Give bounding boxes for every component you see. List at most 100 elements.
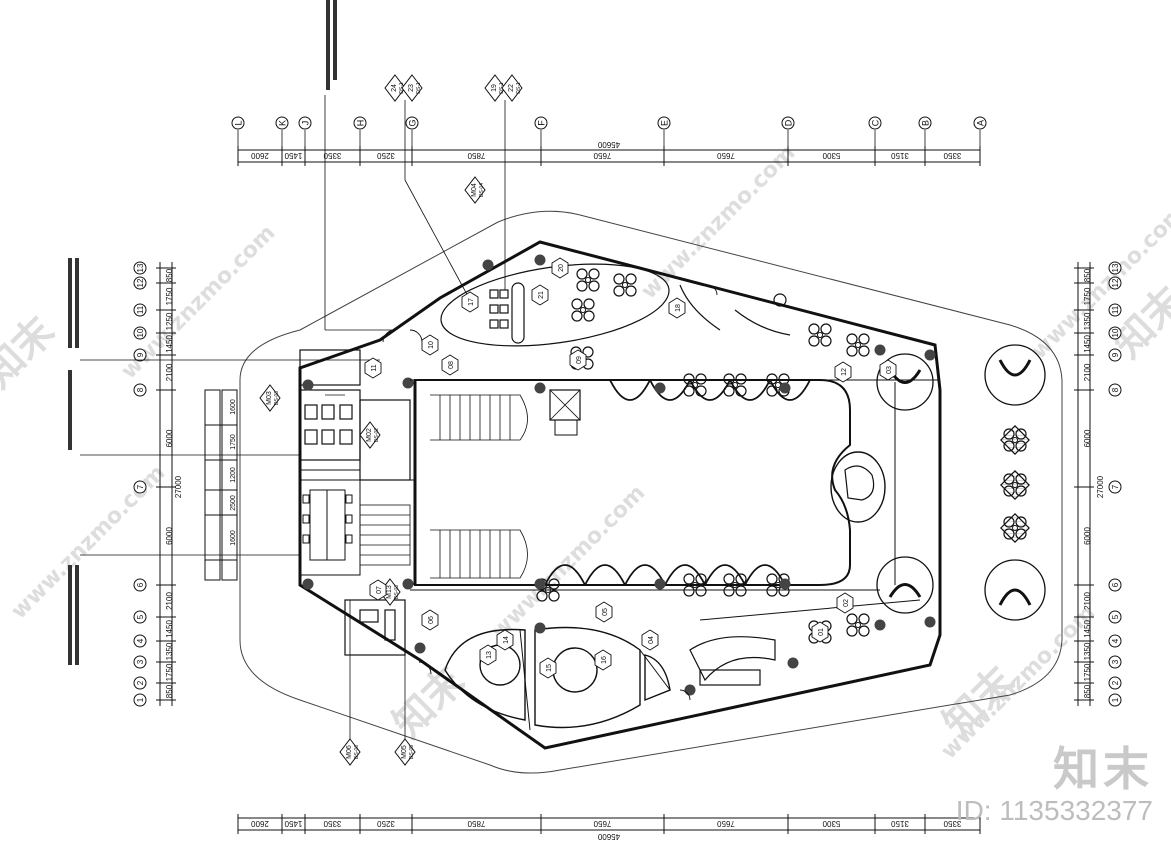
section-tag-number: 22 xyxy=(508,84,515,92)
flower-seating xyxy=(723,373,747,397)
dimension-value: 3150 xyxy=(891,151,909,160)
column-marker xyxy=(874,344,886,356)
dimension-value: 1350 xyxy=(1083,312,1092,330)
north-curved-bench xyxy=(679,284,791,336)
dimension-value: 1750 xyxy=(1083,663,1092,681)
room-tag: 07 xyxy=(369,579,387,601)
flower-seating xyxy=(571,298,595,322)
watermark-badge-logo: 知末 xyxy=(1053,742,1153,796)
section-tag-number: M03 xyxy=(266,391,273,405)
grid-number: 2 xyxy=(136,680,145,685)
grid-bubble xyxy=(133,326,147,340)
dimension-total: 27000 xyxy=(1096,475,1105,498)
grid-letter: A xyxy=(976,120,986,126)
watermark-layer: www.znzmo.com www.znzmo.com www.znzmo.co… xyxy=(0,140,1171,764)
dimension-value: 5300 xyxy=(822,819,840,828)
grid-bubble xyxy=(405,116,419,130)
annotation-notes xyxy=(68,0,337,665)
grid-bubble xyxy=(868,116,882,130)
west-side-strip xyxy=(204,389,238,581)
grid-number: 11 xyxy=(136,305,145,314)
dimension-total: 27000 xyxy=(174,475,183,498)
room-tag-number: 04 xyxy=(648,636,655,644)
section-tag-number: M13 xyxy=(386,585,393,599)
grid-letter: H xyxy=(356,120,366,127)
conference-table-area xyxy=(299,479,361,576)
room-tag-number: 17 xyxy=(468,298,475,306)
dimension-value: 2100 xyxy=(1083,363,1092,381)
grid-bubble xyxy=(298,116,312,130)
section-tag-number: 19 xyxy=(491,84,498,92)
section-tag-sheet: DS-1 xyxy=(416,82,422,94)
dimension-value: 6000 xyxy=(1083,429,1092,447)
section-tag-sheet: DS-02 xyxy=(374,428,380,442)
dimension-value: 7650 xyxy=(593,819,611,828)
column-marker xyxy=(302,578,314,590)
room-tag-number: 03 xyxy=(886,366,893,374)
grid-bubble xyxy=(1108,326,1122,340)
column-marker xyxy=(402,578,414,590)
piano-icon xyxy=(844,465,875,501)
grid-letter: K xyxy=(278,120,288,126)
staircase-west xyxy=(359,504,411,566)
column-marker xyxy=(787,657,799,669)
grid-number: 4 xyxy=(136,638,145,643)
flower-seating xyxy=(613,273,637,297)
dimension-value: 7650 xyxy=(717,819,735,828)
grid-bubble xyxy=(1108,676,1122,690)
dimension-value: 2100 xyxy=(165,592,174,610)
room-tag-number: 18 xyxy=(675,304,682,312)
strip-dimension: 1750 xyxy=(230,434,237,450)
dimension-value: 7650 xyxy=(593,151,611,160)
dimension-value: 6000 xyxy=(1083,527,1092,545)
dimension-value: 2100 xyxy=(165,363,174,381)
south-curved-desk xyxy=(689,636,776,686)
room-tag: 20 xyxy=(551,257,569,279)
watermark-logo: 知末 xyxy=(0,308,64,397)
piano-platform xyxy=(830,451,886,523)
room-tag-number: 20 xyxy=(558,264,565,272)
dimension-value: 1450 xyxy=(284,819,302,828)
room-tag: 06 xyxy=(421,609,439,631)
grid-bubble xyxy=(133,634,147,648)
dimension-value: 2600 xyxy=(251,819,269,828)
section-tag-sheet: DS-04 xyxy=(479,183,485,197)
section-tag-sheet: DS-05 xyxy=(409,745,415,759)
flower-seating xyxy=(1003,516,1027,540)
section-tag-sheet: DS-03 xyxy=(274,391,280,405)
section-tag-number: M05 xyxy=(401,745,408,759)
room-tag: 21 xyxy=(531,284,549,306)
room-tag-number: 21 xyxy=(538,291,545,299)
dimension-value: 3350 xyxy=(943,151,961,160)
dimension-value: 7850 xyxy=(467,819,485,828)
elevator-car xyxy=(554,419,578,436)
dimension-value: 7650 xyxy=(717,151,735,160)
grid-bubble xyxy=(133,261,147,275)
grid-number: 7 xyxy=(1111,484,1120,489)
room-tag: 03 xyxy=(879,359,897,381)
grid-bubble xyxy=(133,303,147,317)
dimension-value: 3350 xyxy=(323,151,341,160)
watermark-text: www.znzmo.com xyxy=(637,140,801,304)
section-tag-sheet: DS-06 xyxy=(354,745,360,759)
structural-columns xyxy=(302,254,936,696)
watermark-text: www.znzmo.com xyxy=(487,480,651,644)
grid-bubble xyxy=(133,276,147,290)
dimension-value: 1750 xyxy=(1083,287,1092,305)
grid-bubble xyxy=(1108,634,1122,648)
dimension-value: 1350 xyxy=(165,642,174,660)
grid-bubble xyxy=(231,116,245,130)
room-tag-number: 02 xyxy=(843,599,850,607)
grid-bubble xyxy=(1108,578,1122,592)
watermark-badge-id: ID: 1135332377 xyxy=(955,795,1153,826)
grid-number: 1 xyxy=(136,697,145,702)
grid-bubble xyxy=(1108,276,1122,290)
grid-number: 10 xyxy=(136,328,145,337)
east-square-tables xyxy=(1000,425,1030,543)
grid-bubble xyxy=(1108,480,1122,494)
left-dimension-axis: 1312111098765432185017501250145021006000… xyxy=(133,261,183,707)
room-tag-number: 01 xyxy=(818,628,825,636)
